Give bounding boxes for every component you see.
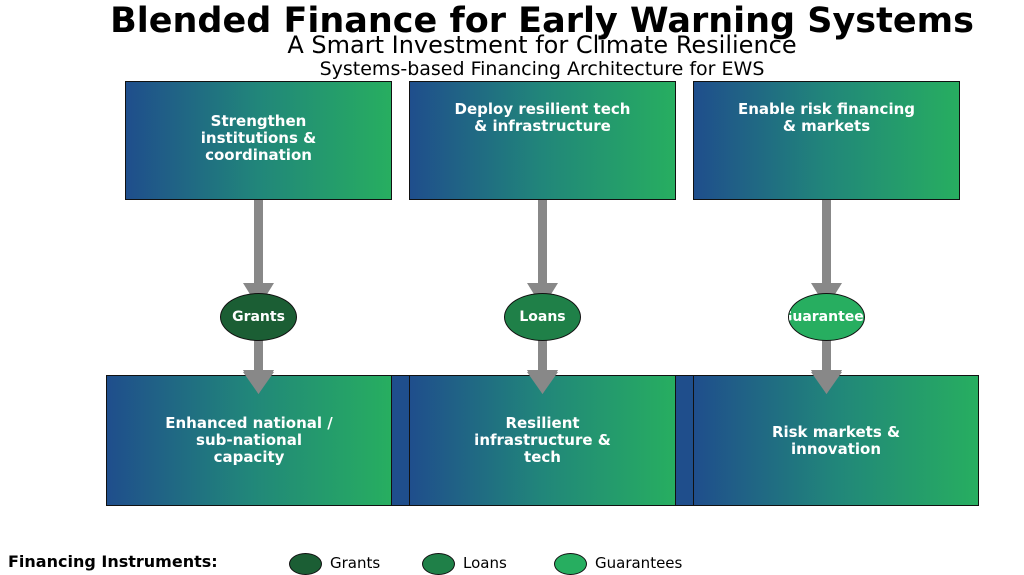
outcome-box-risk-markets: Risk markets & innovation	[693, 375, 979, 506]
instrument-node-loans: Loans	[504, 293, 581, 341]
outcome-connector	[391, 375, 410, 506]
arrow-shaft-overlay-1	[254, 341, 263, 372]
arrow-shaft-overlay-2	[538, 341, 547, 372]
pillar-label: Enable risk financing & markets	[737, 99, 916, 135]
instrument-node-grants: Grants	[220, 293, 297, 341]
outcome-label: Resilient infrastructure & tech	[474, 414, 611, 466]
diagram-subtitle-2: Systems-based Financing Architecture for…	[319, 58, 765, 80]
legend-label-guarantees: Guarantees	[595, 554, 683, 572]
instrument-label: Guarantees	[789, 309, 864, 325]
pillar-label: Deploy resilient tech & infrastructure	[454, 99, 631, 135]
arrow-head-top-3	[811, 372, 842, 394]
outcome-connector	[675, 375, 694, 506]
arrow-head-top-1	[243, 372, 274, 394]
instrument-node-guarantees: Guarantees	[788, 293, 865, 341]
arrow-shaft-pillar-2	[538, 199, 547, 285]
pillar-box-institutions: Strengthen institutions & coordination	[125, 81, 392, 200]
instrument-label: Grants	[232, 309, 285, 325]
diagram-subtitle: A Smart Investment for Climate Resilienc…	[287, 31, 797, 59]
legend-label-grants: Grants	[330, 554, 381, 572]
pillar-box-risk-financing: Enable risk financing & markets	[693, 81, 960, 200]
instrument-label: Loans	[519, 309, 566, 325]
outcome-box-capacity: Enhanced national / sub-national capacit…	[106, 375, 392, 506]
arrow-shaft-pillar-1	[254, 199, 263, 285]
outcome-box-infrastructure: Resilient infrastructure & tech	[409, 375, 676, 506]
outcome-label: Enhanced national / sub-national capacit…	[165, 414, 333, 466]
diagram-title: Blended Finance for Early Warning System…	[110, 1, 974, 41]
outcome-label: Risk markets & innovation	[771, 422, 901, 458]
arrow-shaft-pillar-3	[822, 199, 831, 285]
arrow-shaft-overlay-3	[822, 341, 831, 372]
legend-label-loans: Loans	[463, 554, 507, 572]
pillar-label: Strengthen institutions & coordination	[200, 112, 317, 164]
pillar-box-tech: Deploy resilient tech & infrastructure	[409, 81, 676, 200]
arrow-head-top-2	[527, 372, 558, 394]
legend-title: Financing Instruments:	[8, 552, 218, 571]
